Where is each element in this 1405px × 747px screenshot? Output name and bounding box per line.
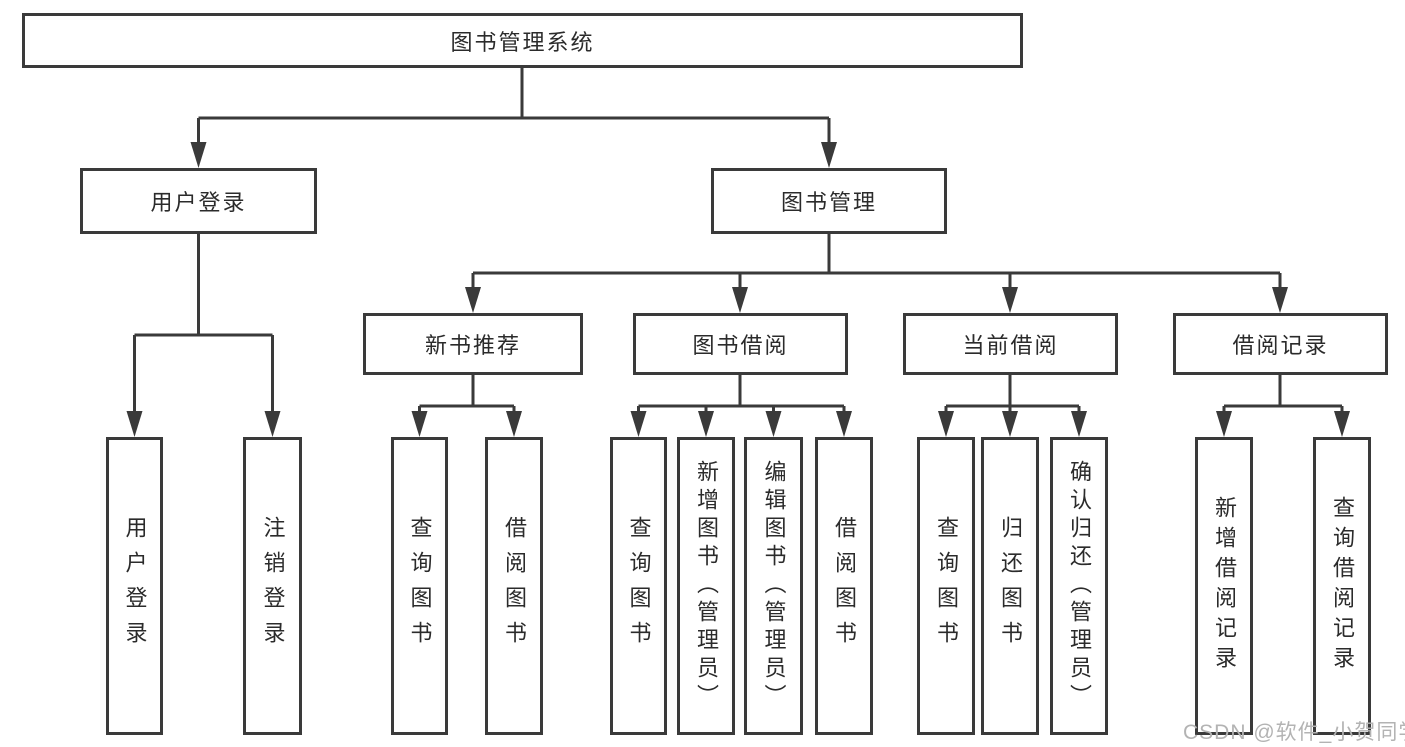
leaf-label: 查询图书 bbox=[934, 516, 959, 656]
node-label: 新书推荐 bbox=[424, 333, 521, 358]
leaf-edit-books-admin: 编辑图书（管理员） bbox=[744, 437, 803, 735]
leaf-query-books-borrowing: 查询图书 bbox=[610, 437, 667, 735]
node-label: 图书管理系统 bbox=[450, 29, 595, 55]
leaf-user-login: 用户登录 bbox=[106, 437, 163, 735]
node-current-borrowing: 当前借阅 bbox=[903, 313, 1118, 375]
leaf-label: 注销登录 bbox=[260, 516, 286, 656]
node-label: 用户登录 bbox=[150, 190, 247, 215]
leaf-label: 新增图书（管理员） bbox=[694, 460, 719, 712]
leaf-label: 新增借阅记录 bbox=[1212, 496, 1237, 676]
node-borrowing-records: 借阅记录 bbox=[1173, 313, 1388, 375]
node-new-book-recommendation: 新书推荐 bbox=[363, 313, 583, 375]
node-label: 图书借阅 bbox=[692, 333, 789, 358]
leaf-add-books-admin: 新增图书（管理员） bbox=[677, 437, 735, 735]
leaf-add-borrow-record: 新增借阅记录 bbox=[1195, 437, 1253, 735]
node-label: 借阅记录 bbox=[1232, 333, 1329, 358]
leaf-label: 归还图书 bbox=[998, 516, 1023, 656]
leaf-logout: 注销登录 bbox=[243, 437, 302, 735]
leaf-label: 借阅图书 bbox=[502, 516, 527, 656]
leaf-query-books-recommend: 查询图书 bbox=[391, 437, 448, 735]
leaf-query-books-current: 查询图书 bbox=[917, 437, 975, 735]
node-user-login-branch: 用户登录 bbox=[80, 168, 317, 234]
node-label: 图书管理 bbox=[780, 190, 877, 215]
leaf-label: 查询图书 bbox=[626, 516, 652, 656]
connector-arrowheads bbox=[126, 142, 1350, 437]
node-book-management: 图书管理 bbox=[711, 168, 947, 234]
leaf-query-borrow-record: 查询借阅记录 bbox=[1313, 437, 1371, 735]
node-library-management-system: 图书管理系统 bbox=[22, 13, 1023, 68]
node-label: 当前借阅 bbox=[962, 333, 1059, 358]
leaf-label: 借阅图书 bbox=[832, 516, 857, 656]
leaf-label: 用户登录 bbox=[122, 516, 148, 656]
leaf-confirm-return-admin: 确认归还（管理员） bbox=[1050, 437, 1108, 735]
leaf-borrow-books: 借阅图书 bbox=[815, 437, 873, 735]
leaf-borrow-books-recommend: 借阅图书 bbox=[485, 437, 543, 735]
leaf-return-books: 归还图书 bbox=[981, 437, 1039, 735]
leaf-label: 编辑图书（管理员） bbox=[761, 460, 787, 712]
leaf-label: 确认归还（管理员） bbox=[1067, 460, 1092, 712]
csdn-watermark: CSDN @软件_小贺同学 bbox=[1183, 721, 1405, 744]
leaf-label: 查询图书 bbox=[407, 516, 433, 656]
node-book-borrowing: 图书借阅 bbox=[633, 313, 848, 375]
leaf-label: 查询借阅记录 bbox=[1330, 496, 1355, 676]
